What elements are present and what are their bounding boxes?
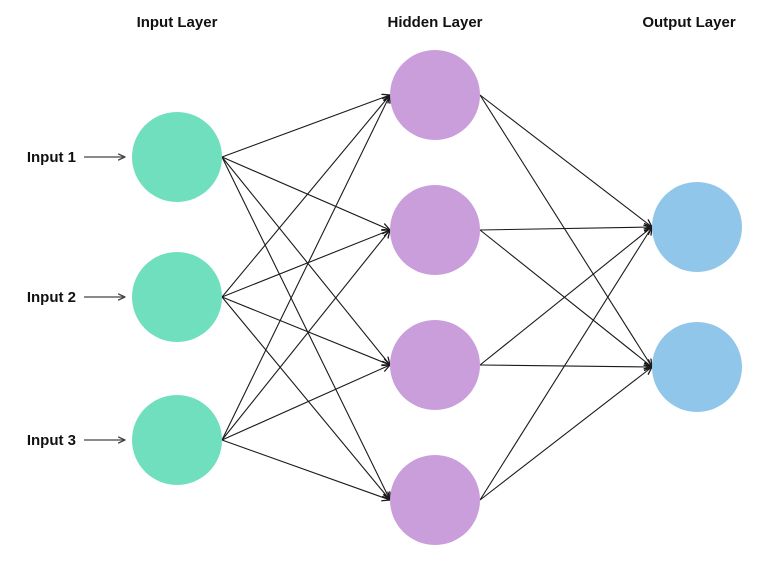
- edge-i3-h1: [221, 95, 390, 441]
- hidden-node-4: [390, 455, 480, 545]
- hidden-node-1: [390, 50, 480, 140]
- edges-group: [221, 94, 652, 501]
- edge-i1-h2: [221, 156, 390, 230]
- input-node-1: [132, 112, 222, 202]
- hidden-node-2: [390, 185, 480, 275]
- input-node-3: [132, 395, 222, 485]
- edge-i3-h2: [221, 230, 390, 441]
- edge-i1-h1: [221, 95, 390, 158]
- edge-h3-o1: [479, 227, 652, 366]
- edge-i3-h3: [221, 365, 390, 441]
- edge-h4-o2: [479, 367, 652, 501]
- edge-i2-h3: [221, 296, 390, 365]
- edge-i3-h4: [221, 439, 390, 500]
- layer-title-hidden: Hidden Layer: [387, 14, 482, 31]
- edge-h2-o2: [479, 229, 652, 367]
- titles-group: Input Layer Hidden Layer Output Layer: [137, 14, 736, 31]
- input-label-3: Input 3: [27, 432, 76, 449]
- edge-h1-o2: [479, 94, 652, 367]
- hidden-node-3: [390, 320, 480, 410]
- edge-i2-h2: [221, 230, 390, 298]
- edge-h2-o1: [479, 227, 652, 230]
- output-node-1: [652, 182, 742, 272]
- edge-i1-h3: [221, 156, 390, 365]
- nodes-group: [132, 50, 742, 545]
- edge-h1-o1: [479, 94, 652, 227]
- edge-i2-h4: [221, 296, 390, 500]
- edge-i2-h1: [221, 95, 390, 298]
- layer-title-output: Output Layer: [642, 14, 736, 31]
- edge-h3-o2: [479, 365, 652, 367]
- layer-title-input: Input Layer: [137, 14, 218, 31]
- input-node-2: [132, 252, 222, 342]
- input-label-1: Input 1: [27, 149, 76, 166]
- output-node-2: [652, 322, 742, 412]
- edge-i1-h4: [221, 156, 390, 500]
- input-annotations-group: Input 1 Input 2 Input 3: [27, 149, 125, 449]
- input-label-2: Input 2: [27, 289, 76, 306]
- edge-h4-o1: [479, 227, 652, 501]
